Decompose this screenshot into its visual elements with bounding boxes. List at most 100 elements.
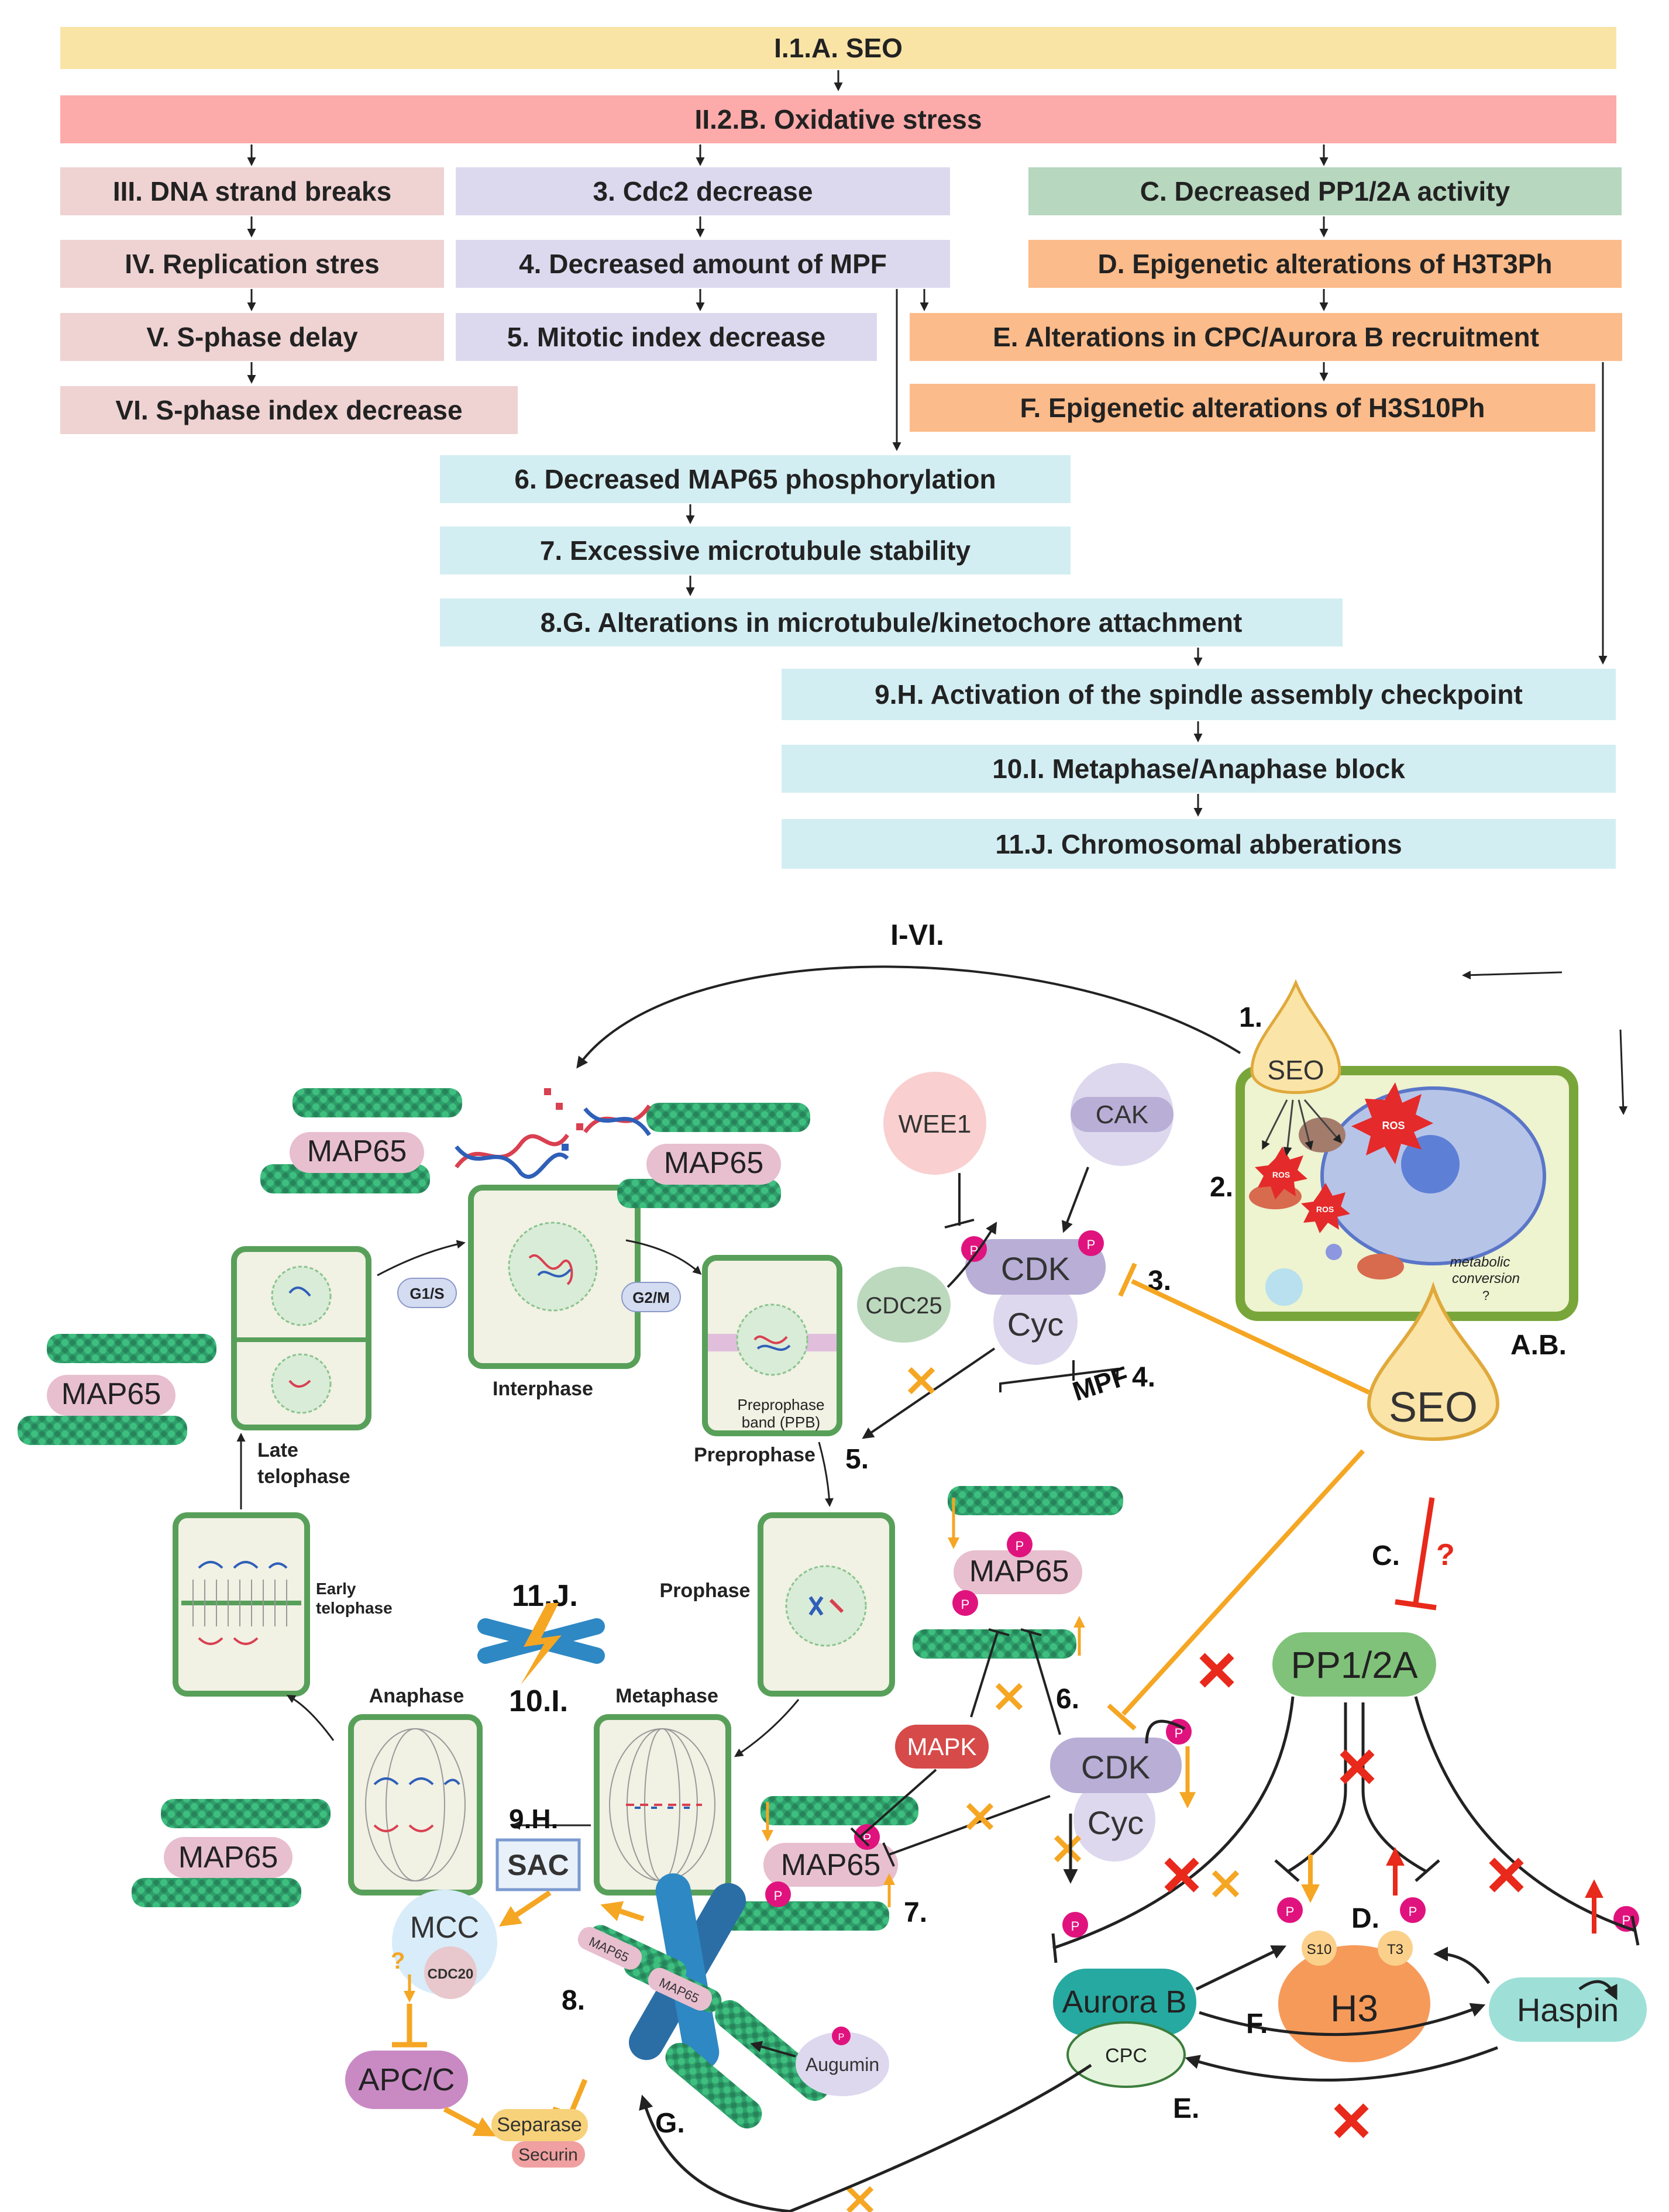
h3-label: H3 xyxy=(1330,1987,1378,2029)
haspin-node: Haspin P xyxy=(1489,1906,1647,2042)
chromosome-break-icon: 11.J. 10.I. xyxy=(477,1579,605,1718)
separase-securin: Separase Securin xyxy=(491,2109,588,2168)
label-metaphase: Metaphase xyxy=(615,1685,718,1707)
t3-label: T3 xyxy=(1387,1942,1403,1958)
red-up-arrows xyxy=(1386,1847,1603,1934)
map65-complex-7: MAP65 P P xyxy=(720,1796,918,1931)
ros-label: ROS xyxy=(1316,1205,1334,1214)
map65-label: MAP65 xyxy=(969,1554,1069,1588)
mcc-node: MCC CDC20 ? xyxy=(391,1890,497,2003)
box-s-phase-delay: V. S-phase delay xyxy=(60,313,444,361)
box-mpf-decrease: 4. Decreased amount of MPF xyxy=(456,240,950,288)
cell-anaphase: Anaphase xyxy=(348,1685,483,1895)
phospho-icon: P xyxy=(1409,1904,1417,1919)
cdk-cyc-lower: CDK Cyc P xyxy=(1050,1719,1192,1862)
box-cpc-aurora: E. Alterations in CPC/Aurora B recruitme… xyxy=(910,313,1622,361)
box-mitotic-index: 5. Mitotic index decrease xyxy=(456,313,877,361)
label-step-10: 10.I. xyxy=(509,1684,568,1718)
label-i-vi: I-VI. xyxy=(890,918,944,951)
map65-group-3: MAP65 xyxy=(18,1334,216,1445)
box-dna-strand-breaks: III. DNA strand breaks xyxy=(60,167,444,215)
map65-group-1: MAP65 xyxy=(260,1088,462,1193)
map65-label: MAP65 xyxy=(781,1848,881,1882)
label-preprophase: Preprophase xyxy=(694,1444,815,1466)
securin-label: Securin xyxy=(518,2145,578,2165)
wee1-node: WEE1 xyxy=(883,1072,986,1175)
cdc25-label: CDC25 xyxy=(865,1293,942,1319)
phospho-icon: P xyxy=(838,2032,845,2042)
label-step-7: 7. xyxy=(904,1897,927,1928)
g1s-badge: G1/S xyxy=(409,1285,444,1302)
cyc-label: Cyc xyxy=(1007,1306,1064,1343)
box-cdc2-decrease: 3. Cdc2 decrease xyxy=(456,167,950,215)
sac-node: SAC 9.H. xyxy=(495,1804,581,1891)
cdk-cyc-mpf: CDK Cyc P P xyxy=(961,1230,1106,1365)
seo-large-label: SEO xyxy=(1389,1384,1478,1431)
cdk-label: CDK xyxy=(1081,1749,1150,1786)
pp1-2a-node: PP1/2A xyxy=(1272,1632,1436,1697)
label-step-e: E. xyxy=(1173,2093,1199,2124)
seo-drop-large: SEO xyxy=(1367,1281,1500,1441)
cell-interphase: Interphase xyxy=(468,1185,641,1400)
label-step-2: 2. xyxy=(1210,1172,1233,1203)
wee1-label: WEE1 xyxy=(899,1110,972,1138)
dna-helix-icon xyxy=(455,1088,651,1179)
cak-label: CAK xyxy=(1096,1100,1148,1129)
map65-group-2: MAP65 xyxy=(617,1103,810,1208)
seo-small-label: SEO xyxy=(1267,1055,1324,1085)
question-mark: ? xyxy=(1436,1538,1455,1572)
phospho-icon: P xyxy=(1016,1539,1024,1553)
red-x-icon xyxy=(1164,1653,1524,2138)
phospho-icon: P xyxy=(1286,1904,1295,1919)
label-early-1: Early xyxy=(316,1580,356,1598)
cell-cycle-arrows xyxy=(236,1239,834,1830)
ros-label: ROS xyxy=(1382,1120,1405,1131)
ros-burst: ROS ROS ROS xyxy=(1255,1082,1433,1233)
orange-x-icon xyxy=(907,1367,935,1395)
separase-label: Separase xyxy=(497,2114,582,2136)
box-chromosomal-aberrations: 11.J. Chromosomal abberations xyxy=(782,819,1616,869)
label-late-1: Late xyxy=(257,1439,298,1461)
label-step-g: G. xyxy=(655,2108,685,2139)
phospho-icon: P xyxy=(1175,1726,1183,1740)
cell-preprophase: Preprophase band (PPB) Preprophase xyxy=(694,1255,842,1466)
phospho-icon: P xyxy=(774,1888,783,1903)
label-ppb-1: Preprophase xyxy=(738,1396,825,1413)
apcc-label: APC/C xyxy=(358,2062,455,2097)
map65-label: MAP65 xyxy=(307,1134,407,1168)
cak-node: CAK xyxy=(1071,1063,1174,1166)
mapk-node: MAPK xyxy=(895,1725,989,1769)
label-step-6: 6. xyxy=(1056,1684,1079,1715)
map65-group-4: MAP65 xyxy=(132,1799,331,1907)
box-spindle-checkpoint: 9.H. Activation of the spindle assembly … xyxy=(782,669,1616,720)
cpc-label: CPC xyxy=(1105,2045,1147,2067)
ros-label: ROS xyxy=(1272,1170,1290,1179)
sac-label: SAC xyxy=(507,1849,569,1881)
label-step-4: 4. xyxy=(1132,1362,1155,1393)
conversion-label: conversion xyxy=(1452,1271,1520,1286)
seo-inhibit-pp1: C. ? xyxy=(1372,1497,1455,1611)
box-kinetochore-attachment: 8.G. Alterations in microtubule/kinetoch… xyxy=(440,598,1343,646)
map65-label: MAP65 xyxy=(61,1377,161,1411)
phospho-icon: P xyxy=(1071,1919,1080,1934)
g2m-badge: G2/M xyxy=(632,1289,670,1306)
cdk-label: CDK xyxy=(1001,1250,1070,1287)
mpf-label: MPF xyxy=(1069,1360,1132,1406)
box-map65-phosphorylation: 6. Decreased MAP65 phosphorylation xyxy=(440,455,1071,503)
box-h3t3ph: D. Epigenetic alterations of H3T3Ph xyxy=(1028,240,1622,288)
label-step-d: D. xyxy=(1351,1903,1379,1934)
cell-late-telophase: Late telophase xyxy=(231,1246,371,1488)
label-ppb-2: band (PPB) xyxy=(742,1413,820,1431)
label-step-5: 5. xyxy=(845,1444,869,1475)
label-step-c: C. xyxy=(1372,1540,1400,1571)
flowchart-arrows xyxy=(247,70,1608,817)
augumin-node: Augumin P xyxy=(750,2027,889,2096)
aurora-b-node: Aurora B CPC P xyxy=(1053,1912,1196,2088)
box-microtubule-stability: 7. Excessive microtubule stability xyxy=(440,527,1071,574)
box-seo: I.1.A. SEO xyxy=(60,27,1616,69)
seo-inhibit-cdk xyxy=(1107,1262,1370,1731)
box-metaphase-block: 10.I. Metaphase/Anaphase block xyxy=(782,745,1616,793)
cdc20-label: CDC20 xyxy=(428,1966,474,1982)
label-step-8: 8. xyxy=(562,1985,585,2016)
plant-cell: ROS ROS ROS metabolic conversion ? xyxy=(1236,1066,1578,1321)
